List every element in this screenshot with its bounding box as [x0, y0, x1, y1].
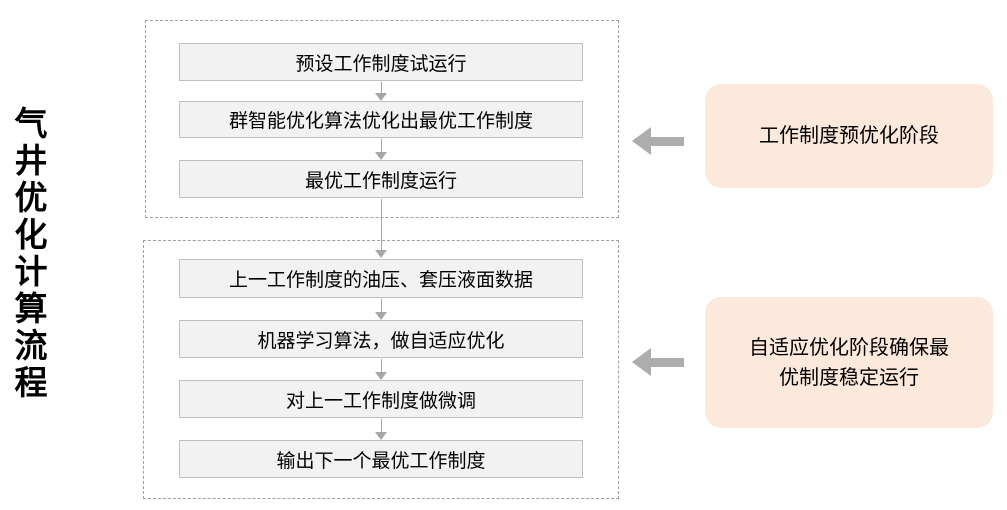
left-arrow-icon — [632, 348, 684, 376]
down-arrow-head — [375, 432, 387, 440]
left-arrow-head — [632, 127, 651, 155]
step-machine-learning-adaptive: 机器学习算法，做自适应优化 — [179, 320, 583, 358]
step-previous-system-data: 上一工作制度的油压、套压液面数据 — [179, 259, 583, 298]
step-swarm-optimization: 群智能优化算法优化出最优工作制度 — [179, 101, 583, 138]
left-arrow-shaft — [651, 358, 684, 367]
down-arrow-head — [375, 93, 387, 101]
down-arrow-icon — [375, 299, 387, 320]
down-arrow-shaft — [380, 139, 382, 152]
down-arrow-head — [375, 152, 387, 160]
down-arrow-shaft — [380, 82, 382, 93]
page-title: 气井优化计算流程 — [10, 106, 47, 402]
callout-pre-optimization-stage: 工作制度预优化阶段 — [705, 84, 993, 188]
callout-text-line2: 优制度稳定运行 — [779, 366, 919, 389]
down-arrow-shaft — [380, 199, 382, 250]
down-arrow-head — [375, 312, 387, 320]
down-arrow-shaft — [380, 359, 382, 372]
down-arrow-icon — [375, 359, 387, 380]
down-arrow-head — [375, 250, 387, 258]
step-optimal-system-run: 最优工作制度运行 — [179, 160, 583, 198]
down-arrow-icon — [375, 139, 387, 160]
callout-adaptive-stage: 自适应优化阶段确保最 优制度稳定运行 — [705, 297, 993, 428]
down-arrow-icon — [375, 82, 387, 101]
step-preset-trial-run: 预设工作制度试运行 — [179, 43, 583, 81]
down-arrow-head — [375, 372, 387, 380]
step-fine-tune-previous-system: 对上一工作制度做微调 — [179, 380, 583, 418]
left-arrow-head — [632, 348, 651, 376]
stage1-container — [145, 20, 619, 218]
down-arrow-shaft — [380, 419, 382, 432]
left-arrow-shaft — [651, 137, 684, 146]
down-arrow-shaft — [380, 299, 382, 312]
left-arrow-icon — [632, 127, 684, 155]
callout-text-line1: 自适应优化阶段确保最 — [749, 336, 949, 359]
callout-text: 工作制度预优化阶段 — [759, 125, 939, 147]
down-arrow-icon — [375, 419, 387, 440]
down-arrow-icon — [375, 199, 387, 258]
step-output-next-optimal-system: 输出下一个最优工作制度 — [179, 440, 583, 478]
